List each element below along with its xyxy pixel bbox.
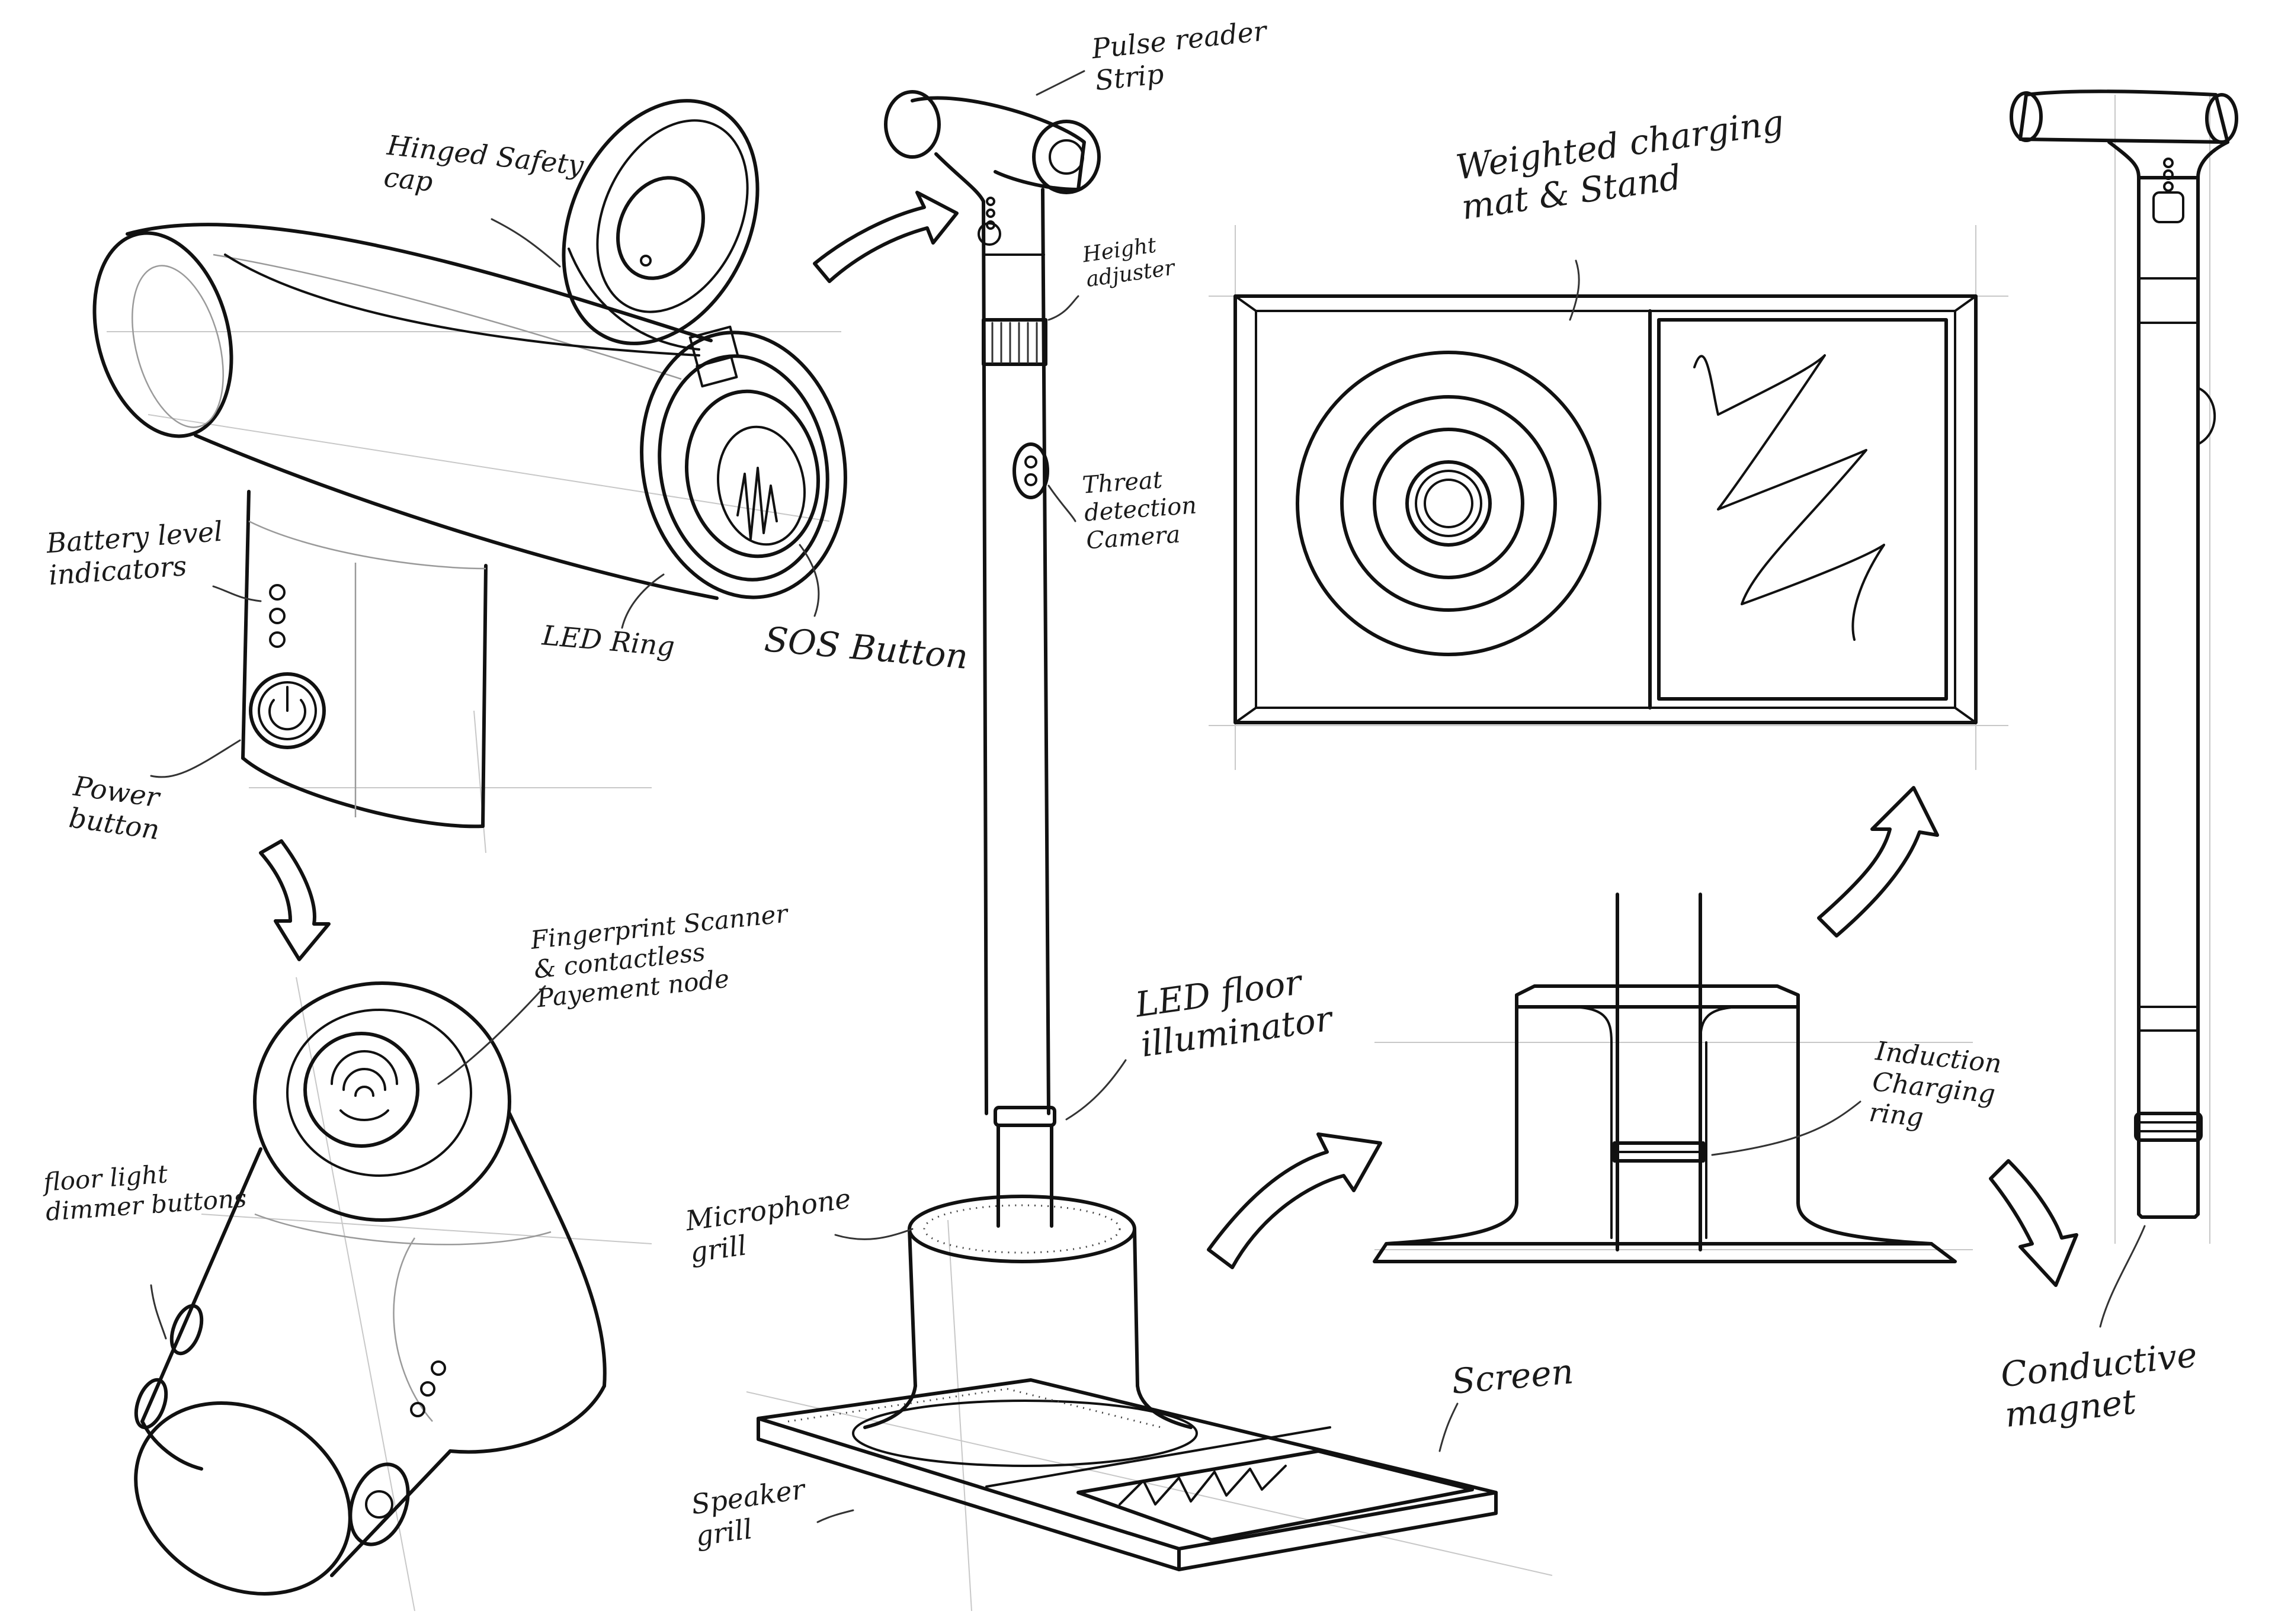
cap-marker — [640, 255, 652, 267]
cane-side-view-illustration — [2010, 89, 2238, 1219]
label-threat-detection-camera: Threat detection Camera — [1081, 466, 1198, 555]
leader-lines — [150, 70, 2146, 1523]
charging-mat-top-view-illustration — [1233, 294, 1978, 724]
cane-on-base-illustration — [757, 90, 1498, 1571]
charging-stand-closeup-illustration — [1373, 893, 1957, 1263]
label-power-button: Power button — [67, 769, 162, 846]
label-induction-charging-ring: Induction Charging ring — [1867, 1036, 2004, 1133]
label-battery-level-indicators: Battery level indicators — [45, 515, 224, 592]
arrow-down-right — [1989, 1159, 2078, 1287]
flow-arrows — [259, 191, 2078, 1287]
arrow-stand-to-mat — [1817, 786, 1939, 938]
handle-closeup-illustration — [92, 99, 847, 829]
handle-back-view-illustration — [134, 981, 607, 1596]
arrow-base-to-stand — [1207, 1132, 1382, 1269]
arrow-cap-to-cane — [813, 191, 959, 283]
arrow-down-left — [259, 839, 331, 961]
